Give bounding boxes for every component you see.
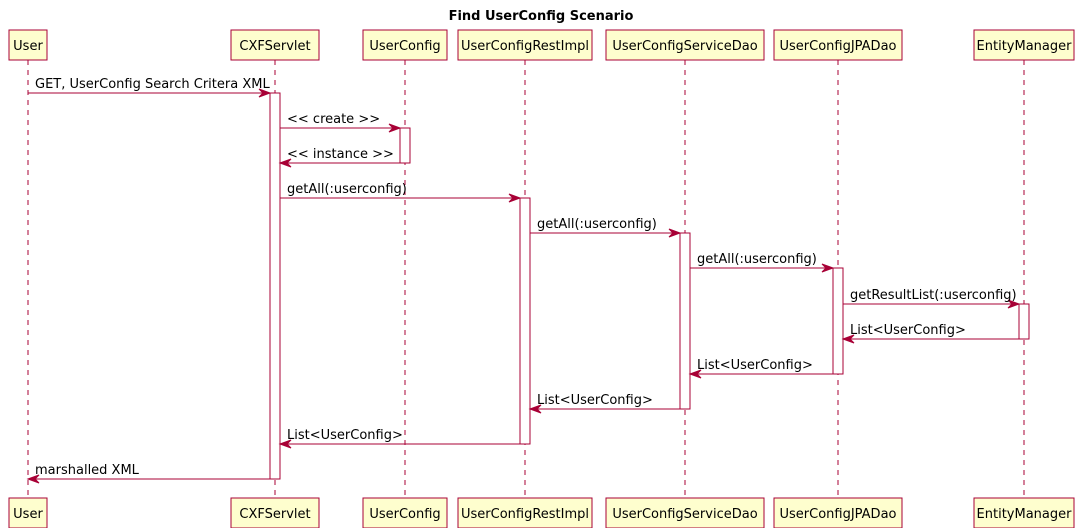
participant-label: UserConfigJPADao xyxy=(779,507,896,522)
message-label: << create >> xyxy=(287,112,380,127)
participant-box xyxy=(8,29,48,61)
message-10: List<UserConfig> xyxy=(278,428,520,449)
participant-label: UserConfigRestImpl xyxy=(461,507,589,522)
message-9: List<UserConfig> xyxy=(528,393,680,414)
message-5: getAll(:userconfig) xyxy=(690,252,835,273)
participant-label: UserConfig xyxy=(369,39,440,54)
message-label: List<UserConfig> xyxy=(537,393,653,408)
message-arrowhead xyxy=(668,228,682,238)
message-arrowhead xyxy=(688,369,702,379)
message-1: << create >> xyxy=(280,112,402,133)
participant-entitymanager-bottom: EntityManager xyxy=(973,497,1075,528)
message-arrowhead xyxy=(258,88,272,98)
participant-label: User xyxy=(13,39,43,54)
participant-jpadao-bottom: UserConfigJPADao xyxy=(773,497,903,528)
participant-userconfig-top: UserConfig xyxy=(362,29,448,61)
participant-label: UserConfigServiceDao xyxy=(612,39,757,54)
message-6: getResultList(:userconfig) xyxy=(843,288,1021,309)
participant-userconfig-bottom: UserConfig xyxy=(362,497,448,528)
participant-box xyxy=(362,29,448,61)
messages: GET, UserConfig Search Critera XML << cre… xyxy=(26,77,1021,484)
participant-cxfservlet-bottom: CXFServlet xyxy=(230,497,320,528)
participant-label: EntityManager xyxy=(977,507,1073,522)
participant-box xyxy=(362,497,448,528)
message-arrowhead xyxy=(821,263,835,273)
participant-box xyxy=(230,29,320,61)
participant-box xyxy=(773,497,903,528)
message-label: List<UserConfig> xyxy=(850,323,966,338)
message-11: marshalled XML xyxy=(26,463,270,484)
message-label: << instance >> xyxy=(287,147,394,162)
participant-box xyxy=(605,497,765,528)
message-7: List<UserConfig> xyxy=(841,323,1019,344)
participant-label: User xyxy=(13,507,43,522)
message-label: getResultList(:userconfig) xyxy=(850,288,1017,303)
message-3: getAll(:userconfig) xyxy=(280,182,522,203)
diagram-title: Find UserConfig Scenario xyxy=(449,9,634,24)
message-arrowhead xyxy=(528,404,542,414)
participant-box xyxy=(457,497,593,528)
participant-box xyxy=(973,497,1075,528)
participant-servicedao-bottom: UserConfigServiceDao xyxy=(605,497,765,528)
message-2: << instance >> xyxy=(278,147,400,168)
participant-label: UserConfig xyxy=(369,507,440,522)
message-arrowhead xyxy=(1007,299,1021,309)
message-arrowhead xyxy=(278,439,292,449)
message-4: getAll(:userconfig) xyxy=(530,217,682,238)
message-label: marshalled XML xyxy=(35,463,140,478)
participant-box xyxy=(773,29,903,61)
participant-user-bottom: User xyxy=(8,497,48,528)
message-arrowhead xyxy=(841,334,855,344)
message-label: GET, UserConfig Search Critera XML xyxy=(35,77,270,92)
activation-userconfig xyxy=(399,127,411,164)
message-arrowhead xyxy=(278,158,292,168)
message-label: getAll(:userconfig) xyxy=(537,217,657,232)
activation-cxfservlet xyxy=(269,92,281,480)
activation-restimpl xyxy=(519,197,531,445)
message-arrowhead xyxy=(508,193,522,203)
message-label: List<UserConfig> xyxy=(287,428,403,443)
activation-servicedao xyxy=(679,232,691,410)
participant-label: UserConfigRestImpl xyxy=(461,39,589,54)
participant-cxfservlet-top: CXFServlet xyxy=(230,29,320,61)
participants: UserUserCXFServletCXFServletUserConfigUs… xyxy=(8,29,1075,528)
participant-label: UserConfigServiceDao xyxy=(612,507,757,522)
participant-box xyxy=(605,29,765,61)
participant-label: EntityManager xyxy=(977,39,1073,54)
participant-jpadao-top: UserConfigJPADao xyxy=(773,29,903,61)
participant-servicedao-top: UserConfigServiceDao xyxy=(605,29,765,61)
participant-restimpl-top: UserConfigRestImpl xyxy=(457,29,593,61)
participant-label: CXFServlet xyxy=(239,507,310,522)
message-label: getAll(:userconfig) xyxy=(287,182,407,197)
message-label: List<UserConfig> xyxy=(697,358,813,373)
participant-restimpl-bottom: UserConfigRestImpl xyxy=(457,497,593,528)
participant-entitymanager-top: EntityManager xyxy=(973,29,1075,61)
participant-box xyxy=(457,29,593,61)
participant-user-top: User xyxy=(8,29,48,61)
activations xyxy=(269,92,1030,480)
message-arrowhead xyxy=(388,123,402,133)
participant-label: CXFServlet xyxy=(239,39,310,54)
message-arrowhead xyxy=(26,474,40,484)
activation-jpadao xyxy=(832,267,844,375)
participant-box xyxy=(8,497,48,528)
participant-label: UserConfigJPADao xyxy=(779,39,896,54)
message-8: List<UserConfig> xyxy=(688,358,833,379)
message-0: GET, UserConfig Search Critera XML xyxy=(28,77,272,98)
participant-box xyxy=(973,29,1075,61)
activation-entitymanager xyxy=(1018,303,1030,340)
message-label: getAll(:userconfig) xyxy=(697,252,817,267)
participant-box xyxy=(230,497,320,528)
